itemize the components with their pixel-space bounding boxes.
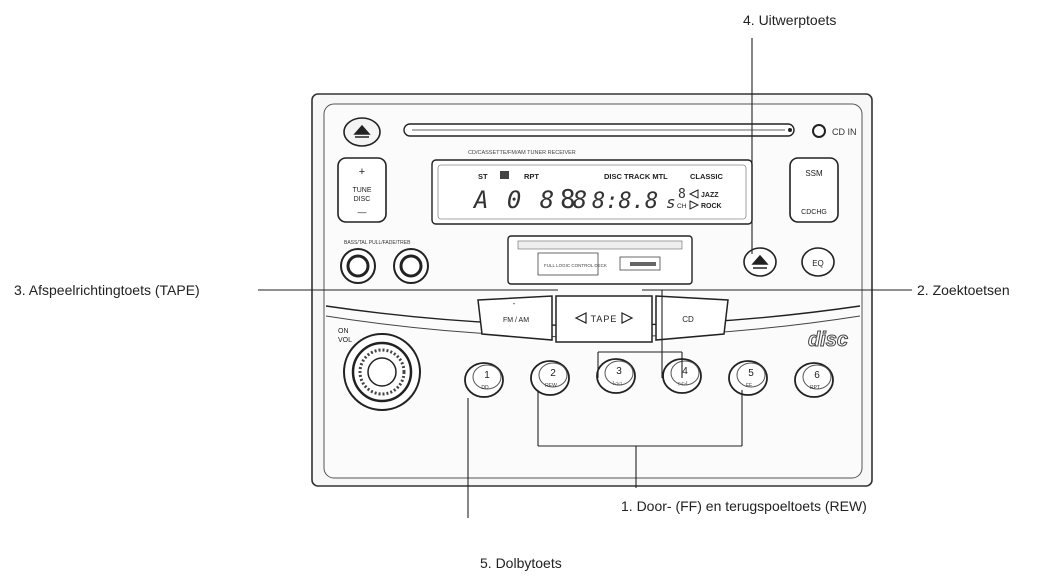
ssm-cdchg-button[interactable] [789, 157, 839, 223]
lcd-small-eight: 8 [678, 187, 686, 202]
preset-sub-label: REW [545, 383, 557, 389]
model-label: CD/CASSETTE/FM/AM TUNER RECEIVER [468, 150, 576, 156]
lcd-s: s [666, 193, 676, 212]
lcd-right-digits: 8:8.8 [592, 189, 658, 214]
left-triangle-icon [688, 189, 699, 199]
cd-mode-button[interactable] [655, 295, 729, 341]
eq-label: EQ [812, 259, 824, 268]
preset-button-5[interactable]: 5FF [728, 360, 768, 396]
fm-am-button[interactable] [477, 295, 553, 341]
lcd-left-digits: A 0 8 8 [472, 186, 589, 214]
preset-sub-label: FF [746, 383, 752, 389]
preset-sub-label: DD [481, 385, 489, 391]
cdchg-label: CDCHG [801, 209, 827, 216]
st-indicator: ST [478, 172, 488, 181]
vol-label: VOL [338, 337, 352, 344]
tune-minus: — [358, 207, 367, 217]
eject-icon [353, 124, 371, 138]
classic-label: CLASSIC [690, 172, 724, 181]
rpt-indicator: RPT [524, 172, 539, 181]
tune-disc-button[interactable] [337, 157, 387, 223]
tape-slot-label: FULL LOGIC CONTROL DECK [544, 263, 607, 268]
preset-number: 4 [682, 366, 688, 377]
cd-in-indicator [812, 124, 826, 138]
cd-in-label: CD IN [832, 127, 857, 137]
ch-label: CH [677, 203, 687, 210]
tune-label: TUNE [352, 187, 371, 194]
preset-button-3[interactable]: 3I◁◁ [596, 358, 636, 394]
cd-label: CD [682, 315, 694, 324]
ssm-label: SSM [805, 169, 823, 178]
disc-track-label: DISC TRACK MTL [604, 172, 668, 181]
callout-ff-rew: 1. Door- (FF) en terugspoeltoets (REW) [621, 498, 867, 514]
preset-number: 6 [814, 370, 820, 381]
tune-plus: + [359, 166, 365, 178]
tape-direction-button[interactable] [555, 295, 653, 343]
preset-number: 1 [484, 370, 490, 381]
callout-eject: 4. Uitwerptoets [743, 12, 837, 28]
preset-button-1[interactable]: 1DD [464, 362, 504, 398]
callout-search: 2. Zoektoetsen [917, 282, 1010, 298]
eject-icon [751, 254, 769, 269]
fm-am-label: FM / AM [503, 317, 529, 324]
preset-number: 3 [616, 366, 622, 377]
left-triangle-icon [574, 312, 587, 324]
callout-lines [258, 38, 912, 518]
svg-text:-: - [513, 299, 516, 308]
preset-sub-label: RPT [810, 385, 820, 391]
on-label: ON [338, 328, 349, 335]
preset-sub-label: I◁◁ [612, 381, 621, 387]
preset-number: 5 [748, 368, 754, 379]
rock-label: ROCK [701, 203, 722, 210]
bass-fade-label: BASS/TAL PULL/FADE/TREB [344, 240, 411, 246]
jazz-label: JAZZ [701, 192, 719, 199]
callout-dolby: 5. Dolbytoets [480, 555, 562, 571]
disc-label: DISC [354, 196, 371, 203]
right-triangle-icon [621, 312, 634, 324]
callout-play-direction: 3. Afspeelrichtingtoets (TAPE) [14, 282, 200, 298]
eq-button[interactable] [801, 247, 835, 277]
preset-sub-label: ▷▷I [678, 381, 687, 387]
preset-number: 2 [550, 368, 556, 379]
lcd-big-eight: 8 [560, 185, 576, 215]
dolby-indicator [500, 171, 509, 179]
disc-logo: disc [808, 329, 848, 351]
right-triangle-icon [689, 200, 700, 210]
tape-label: TAPE [591, 314, 618, 324]
